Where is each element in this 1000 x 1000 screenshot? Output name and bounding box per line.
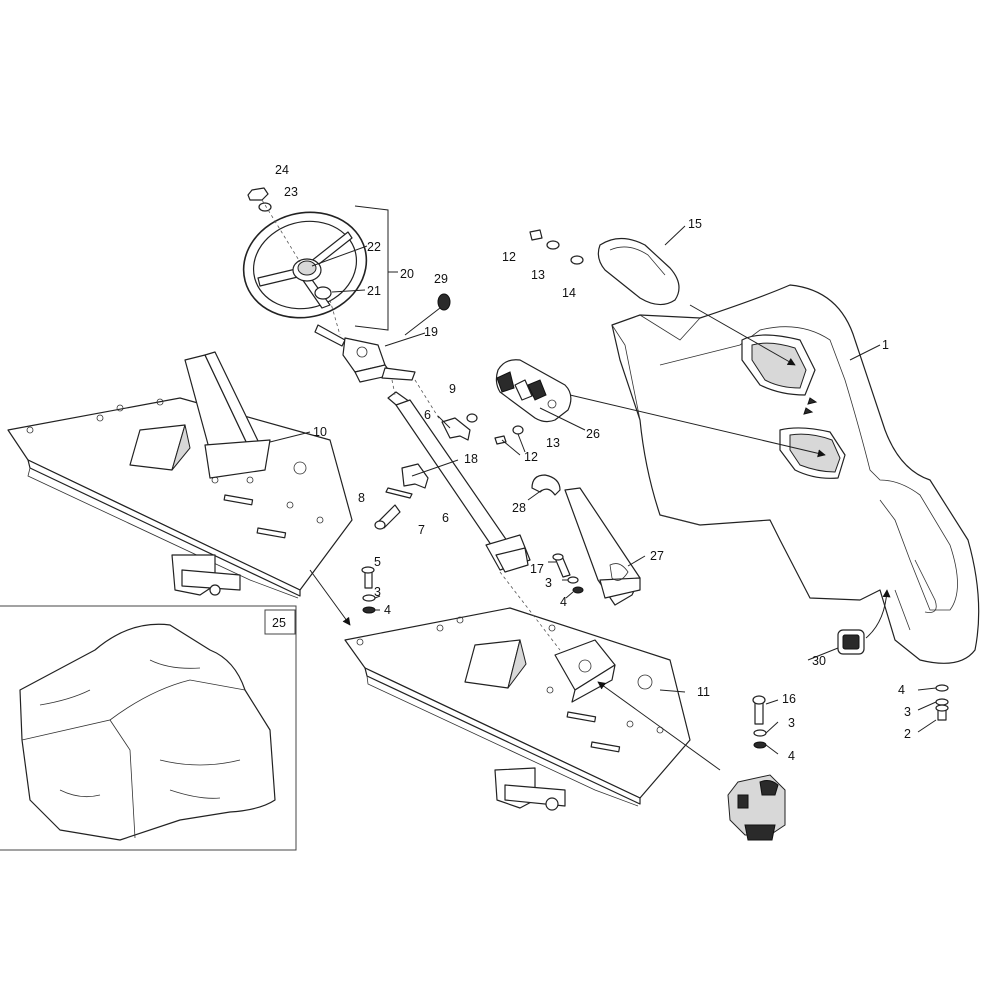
callout-8: 8	[358, 491, 365, 505]
washer-4-right	[753, 741, 767, 749]
washer-3-mid	[567, 576, 579, 584]
callout-1: 1	[882, 338, 889, 352]
callout-28: 28	[512, 501, 526, 515]
bolt-5	[361, 566, 375, 589]
callout-23: 23	[284, 185, 298, 199]
washer-13-upper	[546, 240, 560, 250]
steering-joint	[314, 324, 416, 383]
callout-18: 18	[464, 452, 478, 466]
callout-30: 30	[812, 654, 826, 668]
steering-wheel	[242, 211, 368, 319]
callout-21: 21	[367, 284, 381, 298]
screw-12-upper	[529, 229, 543, 241]
callout-12-lower: 12	[524, 450, 538, 464]
callout-labels: 1 2 3 3 3 3 4 4 4 4 5 6 6 7 8 9 10 11 12…	[272, 163, 911, 763]
callout-3-far-right: 3	[904, 705, 911, 719]
washer-14	[570, 255, 584, 265]
clamp-28	[531, 474, 561, 496]
instrument-cluster	[597, 237, 680, 306]
seal-29	[437, 293, 451, 311]
callout-19: 19	[424, 325, 438, 339]
group-bracket-20	[354, 205, 389, 331]
cover-inset-box	[0, 605, 297, 851]
washer-4-left	[362, 606, 376, 614]
washer-3-right	[753, 729, 767, 737]
washer-4-mid	[572, 586, 584, 594]
callout-22: 22	[367, 240, 381, 254]
platform-lower	[344, 607, 691, 811]
screw-12-lower	[494, 435, 507, 445]
nut-9	[466, 413, 478, 423]
screw-2	[935, 704, 949, 721]
callout-2: 2	[904, 727, 911, 741]
clip-6-lower	[401, 463, 429, 489]
button-30	[837, 629, 865, 655]
bracket-27	[564, 487, 641, 606]
bolt-16	[752, 695, 766, 725]
washer-23	[258, 202, 272, 212]
dashboard-console	[611, 284, 980, 664]
callout-4-left: 4	[384, 603, 391, 617]
callout-6-lower: 6	[442, 511, 449, 525]
callout-26: 26	[586, 427, 600, 441]
callout-12-upper: 12	[502, 250, 516, 264]
steering-unit	[727, 774, 786, 841]
callout-17: 17	[530, 562, 544, 576]
callout-5: 5	[374, 555, 381, 569]
callout-13-upper: 13	[531, 268, 545, 282]
callout-15: 15	[688, 217, 702, 231]
inset-label-box	[264, 609, 296, 635]
callout-11: 11	[697, 685, 710, 699]
callout-27: 27	[650, 549, 664, 563]
callout-4-right: 4	[788, 749, 795, 763]
seat-cover	[19, 623, 276, 841]
callout-4-mid: 4	[560, 595, 567, 609]
washer-13-lower	[512, 425, 524, 435]
callout-16: 16	[782, 692, 796, 706]
callout-7: 7	[418, 523, 425, 537]
callout-25: 25	[272, 616, 286, 630]
bolt-8	[374, 504, 401, 530]
callout-3-left: 3	[374, 585, 381, 599]
callout-13-lower: 13	[546, 436, 560, 450]
washer-3-far-right	[935, 698, 949, 706]
platform-upper	[7, 351, 353, 599]
switch-panel	[495, 359, 572, 423]
callout-3-right: 3	[788, 716, 795, 730]
callout-3-mid: 3	[545, 576, 552, 590]
callout-6-upper: 6	[424, 408, 431, 422]
callout-4-far-right: 4	[898, 683, 905, 697]
nut-24	[247, 187, 269, 201]
bolt-17	[552, 553, 571, 578]
washer-4-far-right	[935, 684, 949, 692]
callout-24: 24	[275, 163, 289, 177]
pin-7	[385, 487, 413, 499]
callout-14: 14	[562, 286, 576, 300]
callout-9: 9	[449, 382, 456, 396]
clip-6-upper	[441, 417, 471, 441]
callout-29: 29	[434, 272, 448, 286]
steering-column	[387, 391, 531, 573]
callout-leaders	[269, 225, 937, 755]
callout-10: 10	[313, 425, 327, 439]
callout-20: 20	[400, 267, 414, 281]
